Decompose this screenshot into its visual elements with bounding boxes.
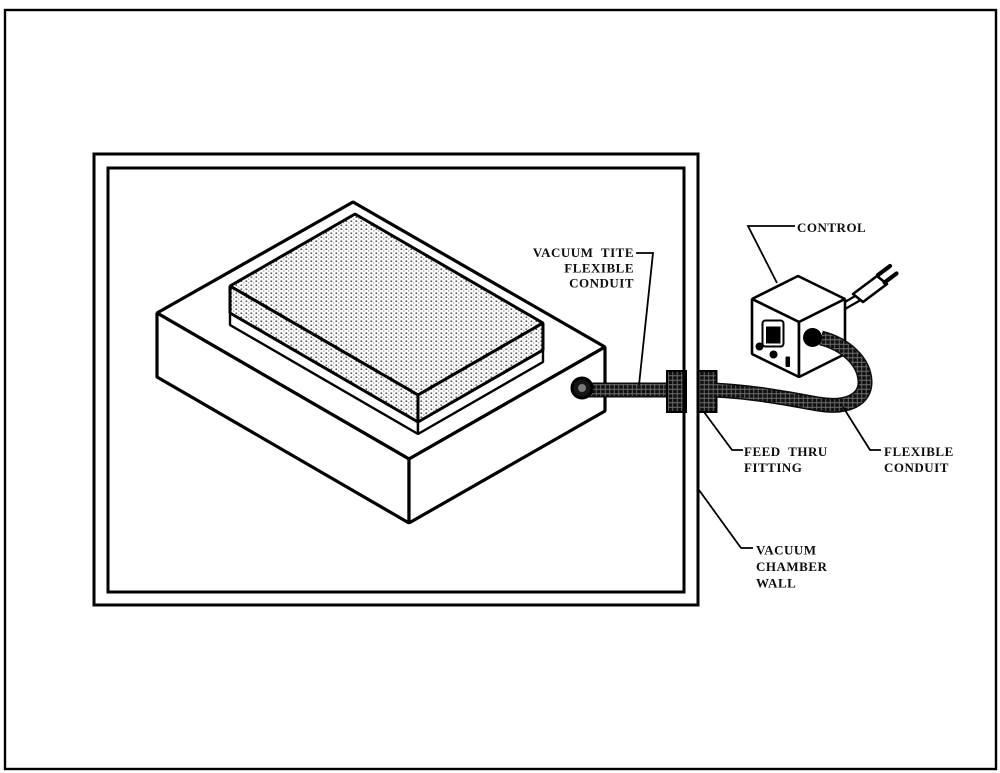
heated-plate <box>228 212 545 424</box>
feed-thru-outer-block <box>697 370 718 413</box>
labels: VACUUM TITE FLEXIBLE CONDUIT CONTROL FEE… <box>533 220 954 591</box>
label-flexible-conduit: CONDUIT <box>884 460 949 475</box>
leader-lines <box>636 225 881 549</box>
leader-line-control <box>746 225 795 284</box>
flexible-conduit <box>713 330 873 413</box>
leader-line-vacuum-chamber-wall <box>698 489 753 549</box>
label-vacuum-tite-conduit: CONDUIT <box>569 276 634 291</box>
leader-line-flexible-conduit <box>842 406 881 451</box>
leader-line-feed-thru-fitting <box>703 411 743 451</box>
conduit-fitting <box>570 376 594 400</box>
control-box-panel <box>755 319 790 367</box>
conduit-connector <box>803 328 822 347</box>
control-display-screen <box>766 326 781 344</box>
label-vacuum-chamber-wall: VACUUM <box>756 543 817 558</box>
feed-thru-fitting <box>666 370 718 413</box>
leader-line-vacuum-tite-conduit <box>636 252 655 386</box>
platform-right-face <box>407 345 607 525</box>
power-plug <box>851 263 899 304</box>
control-knob-left <box>755 342 764 351</box>
chamber-wall-outer-line <box>92 152 700 607</box>
label-vacuum-tite-conduit: VACUUM TITE <box>533 245 634 260</box>
label-vacuum-chamber-wall: CHAMBER <box>756 559 828 574</box>
plug-prong-upper <box>875 263 893 278</box>
vacuum-chamber-wall <box>92 152 700 607</box>
label-vacuum-chamber-wall: WALL <box>756 576 796 591</box>
page-border <box>3 8 998 771</box>
heated-plate-right-face <box>416 321 545 424</box>
label-feed-thru-fitting: FITTING <box>744 460 802 475</box>
control-knob-right <box>769 350 778 359</box>
label-feed-thru-fitting: FEED THRU <box>744 444 828 459</box>
chamber-wall-inner-line <box>106 166 686 594</box>
plug-prong-lower <box>882 271 899 285</box>
feed-thru-inner-block <box>666 370 687 413</box>
label-vacuum-tite-conduit: FLEXIBLE <box>564 261 634 276</box>
control-slot <box>785 356 790 367</box>
label-flexible-conduit: FLEXIBLE <box>884 444 954 459</box>
label-control: CONTROL <box>797 220 866 235</box>
